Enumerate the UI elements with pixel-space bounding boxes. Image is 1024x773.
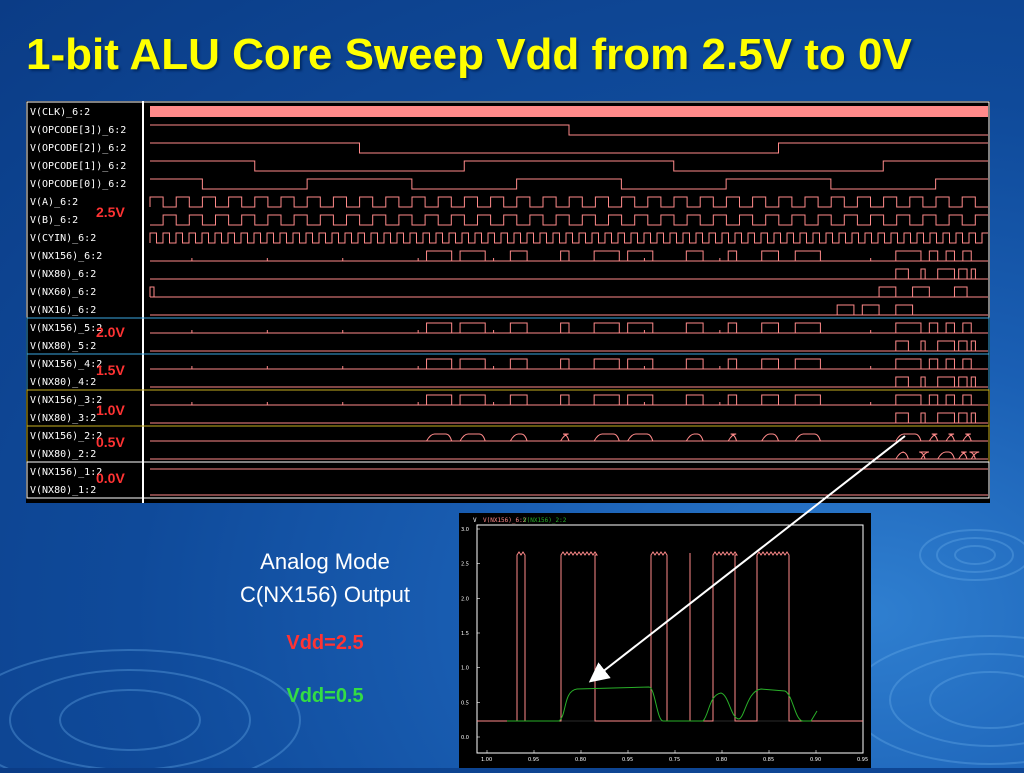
vdd-group-box xyxy=(26,101,990,319)
x-tick-label: 0.80 xyxy=(575,757,586,763)
signal-trace xyxy=(150,304,988,316)
vdd-label: 1.0V xyxy=(96,402,125,418)
vdd-group-box xyxy=(26,353,990,391)
signal-name[interactable]: V(NX60)_6:2 xyxy=(30,287,96,298)
signal-name[interactable]: V(NX156)_5:2 xyxy=(30,323,102,334)
signal-name[interactable]: V(OPCODE[1])_6:2 xyxy=(30,161,126,172)
signal-name[interactable]: V(NX80)_2:2 xyxy=(30,449,96,460)
signal-trace xyxy=(149,196,988,208)
signal-trace xyxy=(150,124,988,136)
signal-name[interactable]: V(NX80)_3:2 xyxy=(30,413,96,424)
signal-trace xyxy=(150,394,988,406)
vdd-label: 2.5V xyxy=(96,204,125,220)
signal-name[interactable]: V(CYIN)_6:2 xyxy=(30,233,96,244)
signal-name[interactable]: V(OPCODE[3])_6:2 xyxy=(30,125,126,136)
page-title: 1-bit ALU Core Sweep Vdd from 2.5V to 0V xyxy=(26,30,912,79)
signal-trace xyxy=(150,214,988,226)
signal-trace xyxy=(150,178,988,190)
signal-trace xyxy=(150,433,988,442)
legend-entry-1: V(NX156)_6:2 xyxy=(483,517,527,524)
caption-line-1: Analog Mode xyxy=(260,549,390,574)
signal-name[interactable]: V(CLK)_6:2 xyxy=(30,107,90,118)
x-tick-label: 0.90 xyxy=(810,757,821,763)
signal-name[interactable]: V(NX80)_4:2 xyxy=(30,377,96,388)
vdd-group-box xyxy=(26,425,990,463)
signal-name[interactable]: V(A)_6:2 xyxy=(30,197,78,208)
legend-entry-2: V(NX156)_2:2 xyxy=(523,517,567,524)
signal-name[interactable]: V(NX156)_1:2 xyxy=(30,467,102,478)
caption-vdd-low: Vdd=0.5 xyxy=(286,685,364,707)
signal-name[interactable]: V(NX156)_3:2 xyxy=(30,395,102,406)
signal-trace xyxy=(150,358,988,370)
signal-trace xyxy=(150,376,988,388)
y-tick-label: 0.5 xyxy=(461,700,469,706)
clock-trace xyxy=(150,106,988,117)
vdd-group-box xyxy=(26,317,990,355)
signal-name[interactable]: V(NX16)_6:2 xyxy=(30,305,96,316)
signal-name[interactable]: V(B)_6:2 xyxy=(30,215,78,226)
signal-name[interactable]: V(NX156)_4:2 xyxy=(30,359,102,370)
signal-trace xyxy=(150,412,988,424)
caption-vdd-high: Vdd=2.5 xyxy=(286,632,364,654)
legend-label: V xyxy=(473,517,477,524)
signal-trace xyxy=(150,250,988,262)
caption-line-2: C(NX156) Output xyxy=(240,582,410,607)
y-tick-label: 2.0 xyxy=(461,596,469,602)
signal-trace xyxy=(150,451,988,460)
caption: Analog Mode C(NX156) Output xyxy=(200,545,450,611)
signal-name[interactable]: V(NX80)_5:2 xyxy=(30,341,96,352)
signal-name[interactable]: V(NX80)_1:2 xyxy=(30,485,96,496)
x-tick-label: 0.85 xyxy=(763,757,774,763)
signal-name[interactable]: V(NX156)_6:2 xyxy=(30,251,102,262)
signal-trace xyxy=(149,286,988,298)
vdd-label: 1.5V xyxy=(96,362,125,378)
x-tick-label: 1.00 xyxy=(481,757,492,763)
x-tick-label: 0.95 xyxy=(857,757,868,763)
signal-name[interactable]: V(OPCODE[2])_6:2 xyxy=(30,143,126,154)
signal-trace xyxy=(150,160,988,172)
vdd-group-box xyxy=(26,389,990,427)
plot-frame xyxy=(476,524,864,754)
x-tick-label: 0.80 xyxy=(716,757,727,763)
y-tick-label: 2.5 xyxy=(461,562,469,568)
signal-trace xyxy=(150,268,988,280)
signal-trace xyxy=(149,232,988,244)
signal-trace xyxy=(150,340,988,352)
signal-trace xyxy=(150,322,988,334)
signal-name[interactable]: V(OPCODE[0])_6:2 xyxy=(30,179,126,190)
y-tick-label: 3.0 xyxy=(461,527,469,533)
vdd-label: 0.5V xyxy=(96,434,125,450)
nx156-vdd25-trace xyxy=(477,551,863,722)
nx156-vdd05-trace xyxy=(507,686,818,722)
signal-name[interactable]: V(NX156)_2:2 xyxy=(30,431,102,442)
signal-trace xyxy=(150,142,988,154)
x-tick-label: 0.95 xyxy=(622,757,633,763)
x-tick-label: 0.75 xyxy=(669,757,680,763)
vdd-group-box xyxy=(26,461,990,499)
vdd-label: 2.0V xyxy=(96,324,125,340)
y-tick-label: 1.0 xyxy=(461,666,469,672)
signal-name[interactable]: V(NX80)_6:2 xyxy=(30,269,96,280)
y-tick-label: 0.0 xyxy=(461,735,469,741)
vdd-label: 0.0V xyxy=(96,470,125,486)
y-tick-label: 1.5 xyxy=(461,631,469,637)
x-tick-label: 0.95 xyxy=(528,757,539,763)
